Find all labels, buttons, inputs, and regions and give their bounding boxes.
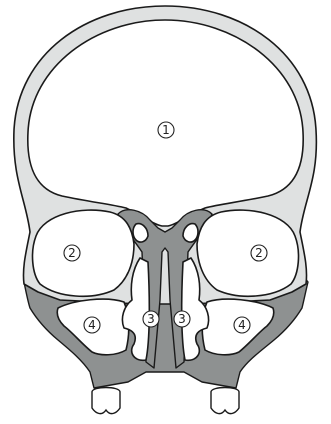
marker-maxillary-right: 4 — [234, 317, 250, 333]
orbit-left — [33, 210, 134, 296]
tooth-right — [211, 388, 239, 414]
orbit-right — [197, 210, 298, 296]
svg-text:4: 4 — [238, 318, 246, 332]
svg-text:3: 3 — [147, 312, 155, 326]
svg-text:1: 1 — [162, 123, 170, 137]
marker-cranial-cavity: 1 — [158, 122, 174, 138]
marker-maxillary-left: 4 — [84, 317, 100, 333]
marker-orbit-left: 2 — [64, 245, 80, 261]
svg-text:2: 2 — [255, 246, 263, 260]
svg-text:2: 2 — [68, 246, 76, 260]
tooth-left — [92, 388, 120, 414]
svg-text:4: 4 — [88, 318, 96, 332]
marker-orbit-right: 2 — [251, 245, 267, 261]
svg-text:3: 3 — [178, 312, 186, 326]
marker-nasal-right: 3 — [174, 311, 190, 327]
marker-nasal-left: 3 — [143, 311, 159, 327]
